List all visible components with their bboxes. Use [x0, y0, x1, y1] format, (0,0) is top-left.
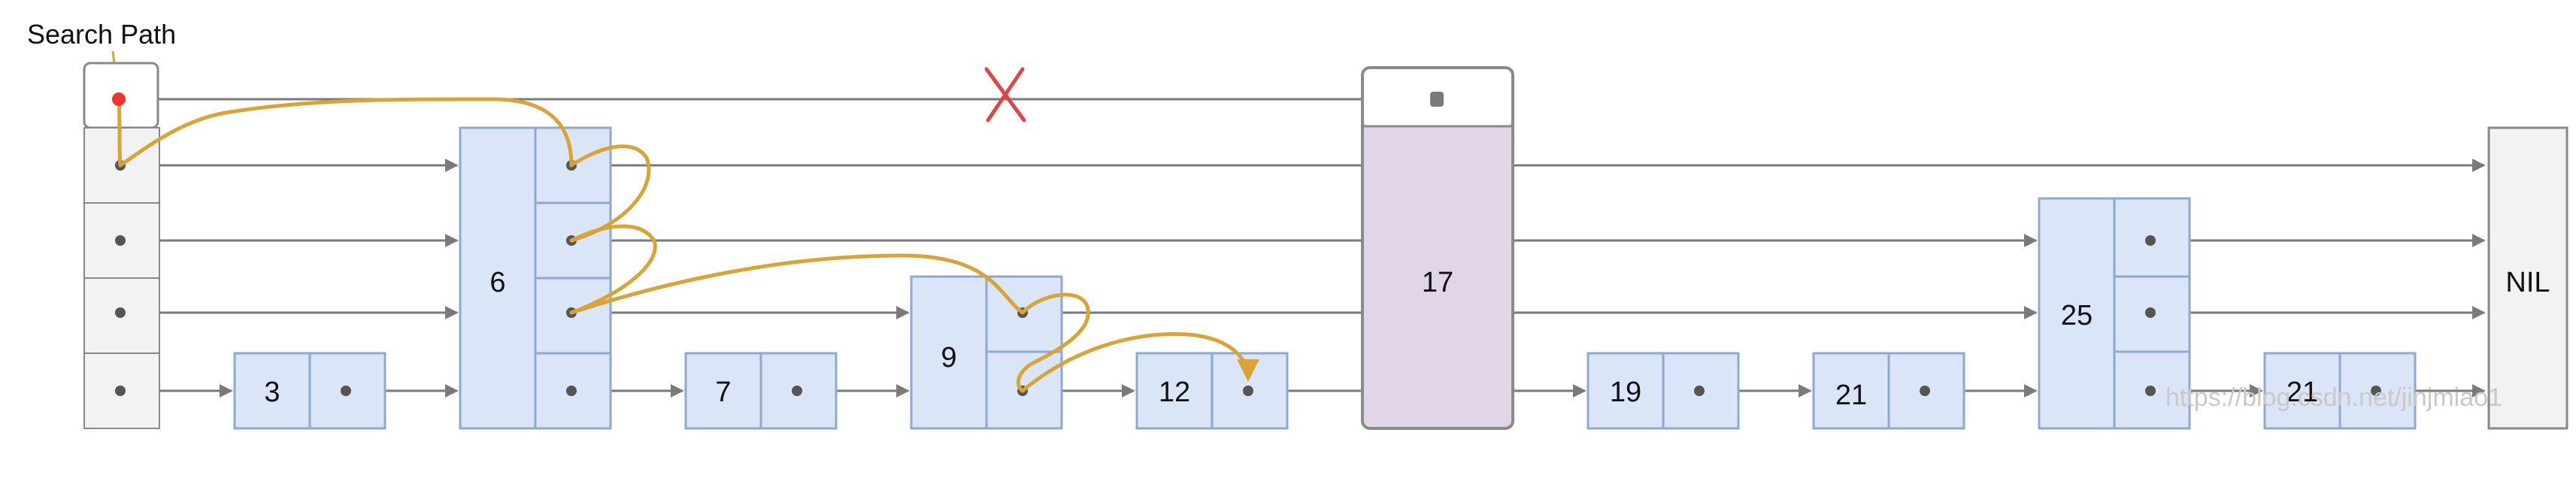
node-21-first: 21 [1812, 352, 1965, 430]
node-17-value: 17 [1422, 267, 1453, 298]
pointer-end-marker [1430, 92, 1444, 107]
node-6-value: 6 [489, 267, 505, 298]
head-dot-l2 [115, 307, 126, 318]
search-path-9-l2-to-l1 [1016, 292, 1090, 393]
nil-node: NIL [2487, 126, 2568, 430]
nil-label: NIL [2505, 267, 2550, 298]
node-17: 17 [1361, 66, 1514, 430]
node-19-value: 19 [1610, 377, 1641, 408]
search-start-dot [112, 92, 126, 106]
search-path-label: Search Path [27, 19, 176, 50]
node-7-value: 7 [715, 377, 731, 408]
head-dot-l3 [115, 235, 126, 246]
node-12-value: 12 [1159, 377, 1190, 408]
search-path [117, 97, 1259, 393]
node-25: 25 [2038, 197, 2191, 430]
search-path-9-to-12 [1020, 331, 1259, 393]
search-path-6-l4-to-l3 [569, 144, 651, 243]
cross-icon [984, 67, 1026, 123]
node-12: 12 [1135, 352, 1289, 430]
head-node [83, 62, 160, 429]
node-9-value: 9 [941, 342, 956, 374]
search-path-6-l3-to-l2 [569, 224, 657, 315]
node-3-value: 3 [264, 377, 280, 408]
head-dot-l1 [115, 386, 126, 396]
node-21-second: 21 [2263, 352, 2417, 430]
node-21-second-value: 21 [2287, 377, 2318, 408]
watermark-text: https://blog.csdn.net/jinjmiao1 [2165, 383, 2502, 412]
search-path-head-to-head-l4 [117, 97, 123, 168]
node-21-first-value: 21 [1835, 380, 1867, 411]
node-19: 19 [1587, 352, 1740, 430]
node-3: 3 [233, 352, 386, 430]
node-3-dot [341, 386, 351, 396]
node-7: 7 [684, 352, 838, 430]
pointer-lines [119, 98, 2486, 398]
search-path-head-to-6 [118, 97, 574, 168]
node-25-value: 25 [2061, 300, 2093, 331]
node-6: 6 [459, 126, 612, 430]
search-path-6-to-9 [569, 253, 1025, 315]
head-cell-l1 [83, 352, 160, 429]
